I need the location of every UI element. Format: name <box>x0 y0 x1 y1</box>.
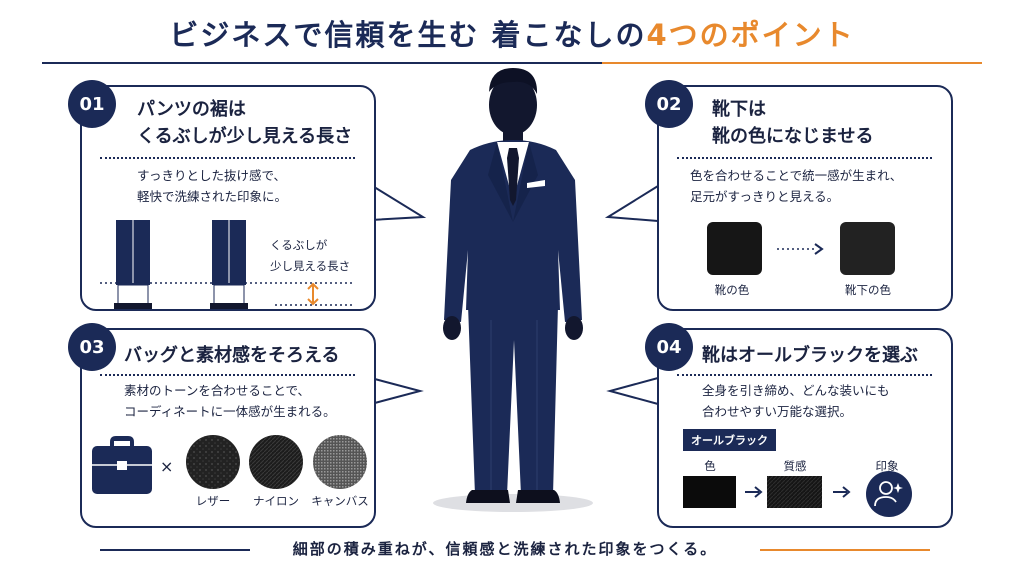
footer-message: 細部の積み重ねが、信頼感と洗練された印象をつくる。 <box>292 540 718 558</box>
title-main: ビジネスで信頼を生む 着こなしの <box>169 18 647 52</box>
hem-note-line1: くるぶしが <box>270 238 328 252</box>
label-sock-color: 靴下の色 <box>845 283 891 297</box>
label-color: 色 <box>704 459 716 473</box>
shoe-sock-swatches <box>707 222 895 275</box>
point-body-3-line1: 素材のトーンを合わせることで、 <box>124 383 311 398</box>
point-card-3 <box>80 328 376 528</box>
point-body-4: 全身を引き締め、どんな装いにも 合わせやすい万能な選択。 <box>702 380 890 422</box>
material-nylon-label: ナイロン <box>253 494 299 508</box>
point-body-3-line2: コーディネートに一体感が生まれる。 <box>124 404 336 419</box>
point-title-2-line1: 靴下は <box>712 99 766 120</box>
point-body-1: すっきりとした抜け感で、 軽快で洗練された印象に。 <box>137 165 287 207</box>
all-black-flow <box>683 476 851 508</box>
hem-note: くるぶしが 少し見える長さ <box>270 235 350 277</box>
hem-note-line2: 少し見える長さ <box>270 259 351 273</box>
label-impression: 印象 <box>875 459 899 473</box>
dotted-divider <box>677 374 932 376</box>
material-leather-label: レザー <box>195 494 231 508</box>
dotted-divider <box>100 374 355 376</box>
title-rule-orange <box>602 62 982 64</box>
person-sparkle-icon <box>866 471 912 517</box>
label-shoe-color: 靴の色 <box>714 283 750 297</box>
point-title-1-line2: くるぶしが少し見える長さ <box>137 126 353 147</box>
title-accent: 4つのポイント <box>646 18 855 52</box>
point-badge-4: 04 <box>645 323 693 371</box>
material-canvas-label: キャンバス <box>311 494 369 508</box>
point-badge-3: 03 <box>68 323 116 371</box>
point-title-2: 靴下は 靴の色になじませる <box>712 96 873 150</box>
point-body-4-line1: 全身を引き締め、どんな装いにも <box>702 383 890 398</box>
point-title-1: パンツの裾は くるぶしが少し見える長さ <box>137 96 352 150</box>
label-texture: 質感 <box>783 459 807 473</box>
material-swatches <box>186 435 367 489</box>
title-rule-navy <box>42 62 602 64</box>
point-body-1-line2: 軽快で洗練された印象に。 <box>137 189 288 204</box>
point-title-3: バッグと素材感をそろえる <box>124 345 340 366</box>
all-black-tag: オールブラック <box>683 429 776 451</box>
point-title-4: 靴はオールブラックを選ぶ <box>702 345 918 366</box>
page-title: ビジネスで信頼を生む 着こなしの4つのポイント <box>0 12 1024 54</box>
point-body-4-line2: 合わせやすい万能な選択。 <box>702 404 853 419</box>
dotted-divider <box>100 157 355 159</box>
footer-rule-navy <box>100 549 250 551</box>
point-body-2-line1: 色を合わせることで統一感が生まれ、 <box>690 168 903 183</box>
point-body-1-line1: すっきりとした抜け感で、 <box>137 168 287 183</box>
point-body-2: 色を合わせることで統一感が生まれ、 足元がすっきりと見える。 <box>690 165 902 207</box>
point-badge-2: 02 <box>645 80 693 128</box>
point-card-2 <box>657 85 953 311</box>
point-body-2-line2: 足元がすっきりと見える。 <box>690 189 840 204</box>
bag-icon <box>92 436 152 494</box>
trouser-hem-illustration <box>100 220 355 309</box>
dotted-divider <box>677 157 932 159</box>
point-title-2-line2: 靴の色になじませる <box>712 126 874 147</box>
footer-rule-orange <box>760 549 930 551</box>
point-body-3: 素材のトーンを合わせることで、 コーディネートに一体感が生まれる。 <box>124 380 336 422</box>
times-sign: × <box>160 457 174 476</box>
point-badge-1: 01 <box>68 80 116 128</box>
point-title-1-line1: パンツの裾は <box>137 99 246 120</box>
